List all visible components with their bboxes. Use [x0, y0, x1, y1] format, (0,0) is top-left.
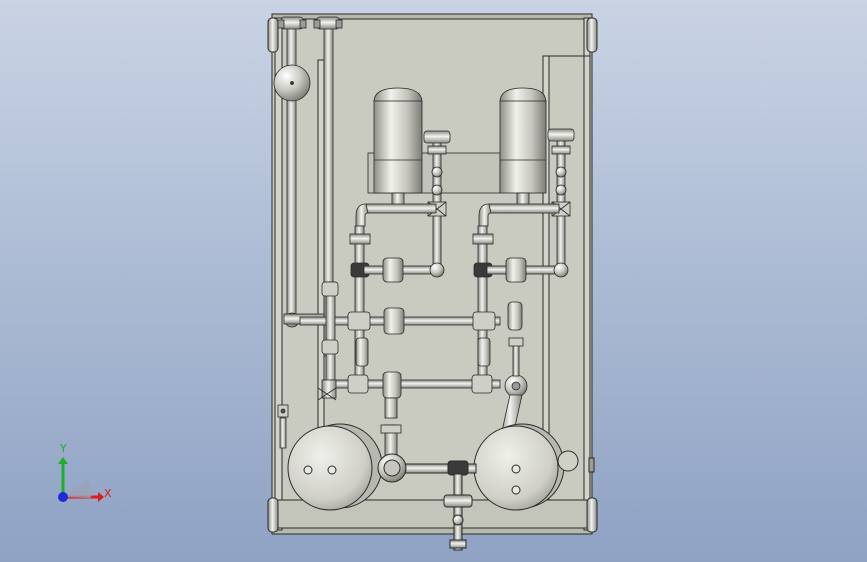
vessel-right — [499, 100, 547, 194]
triad-y-label: Y — [59, 442, 67, 455]
frame-right-post — [583, 17, 591, 531]
pump-body-2 — [505, 257, 527, 283]
frame-left-post — [274, 17, 283, 531]
caster-bottom-left — [267, 497, 279, 533]
valve-handwheel-1 — [423, 130, 451, 144]
vessel-left — [373, 100, 423, 194]
triad-x-label: X — [104, 487, 112, 500]
frame-top-rail — [271, 13, 593, 20]
caster-bottom-right — [586, 497, 598, 533]
pump-body-7 — [382, 371, 402, 399]
pump-body-5 — [355, 337, 369, 367]
orientation-triad: X Y — [58, 442, 112, 502]
vessel-right-dome — [499, 87, 547, 103]
check-valve-3 — [447, 460, 469, 476]
middle-manifold — [277, 225, 569, 460]
side-port — [557, 450, 579, 472]
upper-valve-stacks — [355, 128, 575, 271]
caster-top-right — [586, 17, 598, 53]
triad-z-axis — [58, 492, 68, 502]
frame-bottom-rail — [271, 527, 593, 535]
pump-body-1 — [382, 257, 404, 283]
tanks — [287, 423, 579, 551]
caster-top-left — [267, 17, 279, 53]
pump-body-6 — [477, 337, 491, 367]
vessel-left-dome — [373, 87, 423, 103]
pump-body-3 — [383, 307, 405, 335]
pump-body-4 — [507, 301, 523, 331]
outlet-flange — [443, 494, 473, 508]
valve-handwheel-2 — [547, 128, 575, 142]
